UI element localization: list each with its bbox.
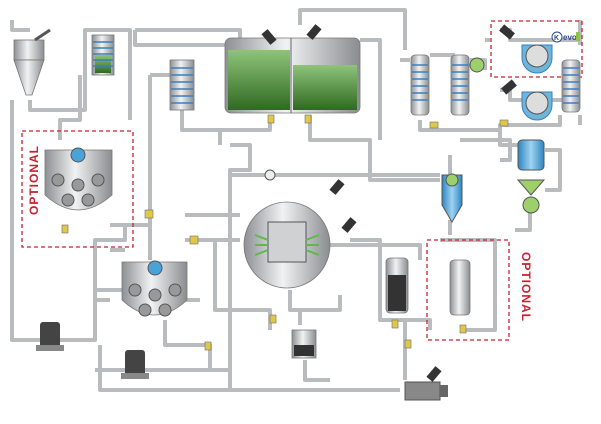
cyclone-hopper <box>13 28 51 96</box>
vessel-lower <box>121 260 188 317</box>
optional-label-right: OPTIONAL <box>519 252 533 322</box>
vessel-optional <box>44 147 113 211</box>
pump-bottom <box>121 350 149 379</box>
svg-text:evo: evo <box>563 33 577 42</box>
optional-box-right: OPTIONAL <box>426 239 533 341</box>
storage-tanks-green <box>224 37 361 114</box>
logo: K evo <box>551 31 580 43</box>
optional-box-pumps <box>490 20 583 78</box>
small-vessel <box>291 329 317 359</box>
actuators <box>261 24 517 382</box>
svg-text:K: K <box>554 35 559 42</box>
peristaltic-pumps <box>521 44 553 121</box>
pump-left <box>36 322 64 351</box>
heat-exchanger-top <box>91 34 115 76</box>
optional-label-left: OPTIONAL <box>27 145 41 215</box>
optional-box-left: OPTIONAL <box>21 130 134 248</box>
columns-right <box>410 54 581 116</box>
main-reactor <box>243 169 331 289</box>
motor-pump <box>404 381 448 401</box>
filter-column <box>385 257 409 314</box>
valves <box>61 114 509 351</box>
blue-separators <box>441 139 546 223</box>
receiver-vessel <box>449 259 471 316</box>
heat-exchanger-middle <box>169 59 195 111</box>
